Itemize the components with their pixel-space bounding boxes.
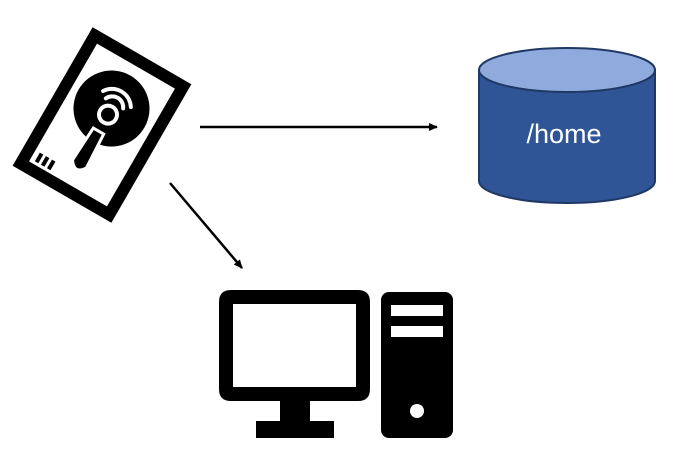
- desktop-computer-icon: [219, 290, 453, 438]
- monitor-icon: [219, 290, 370, 401]
- home-database: /home: [478, 47, 656, 204]
- hard-disk-icon: [12, 27, 192, 223]
- database-body: [478, 69, 656, 204]
- arrow-to-computer: [169, 182, 243, 269]
- database-top: [478, 47, 656, 93]
- tower-icon: [381, 292, 453, 438]
- database-label: /home: [526, 119, 601, 149]
